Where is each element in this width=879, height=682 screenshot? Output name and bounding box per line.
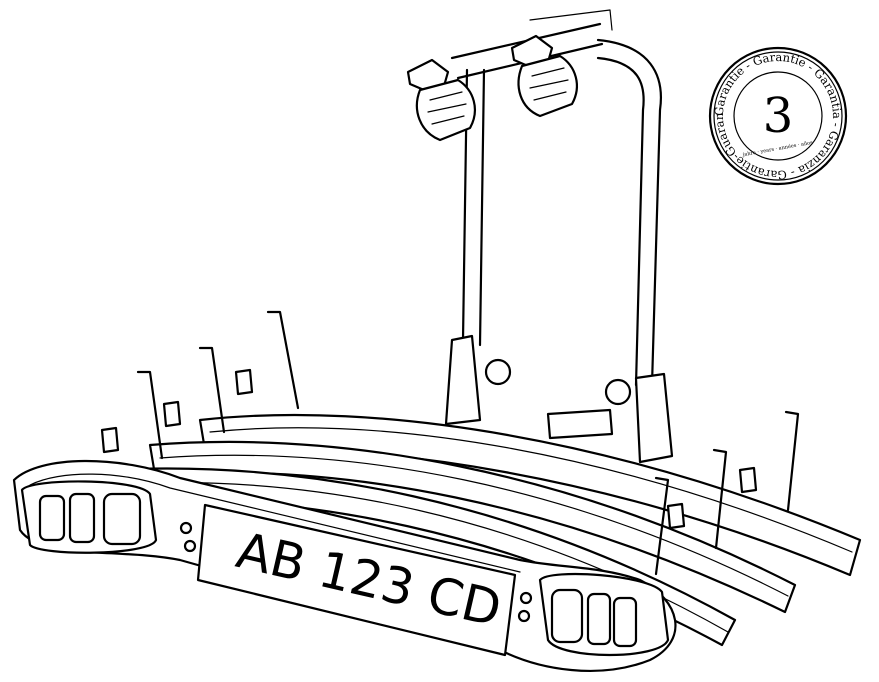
warranty-seal-number: 3 xyxy=(763,88,794,144)
wheel-straps xyxy=(100,310,800,576)
arm-hinge xyxy=(444,334,674,464)
plate-screws xyxy=(179,521,533,623)
frame-holder-right xyxy=(510,34,578,118)
tail-light-left xyxy=(20,480,158,554)
tail-light-right xyxy=(538,572,670,657)
wheel-rail-middle xyxy=(148,440,797,614)
frame-holder-left xyxy=(406,58,476,142)
